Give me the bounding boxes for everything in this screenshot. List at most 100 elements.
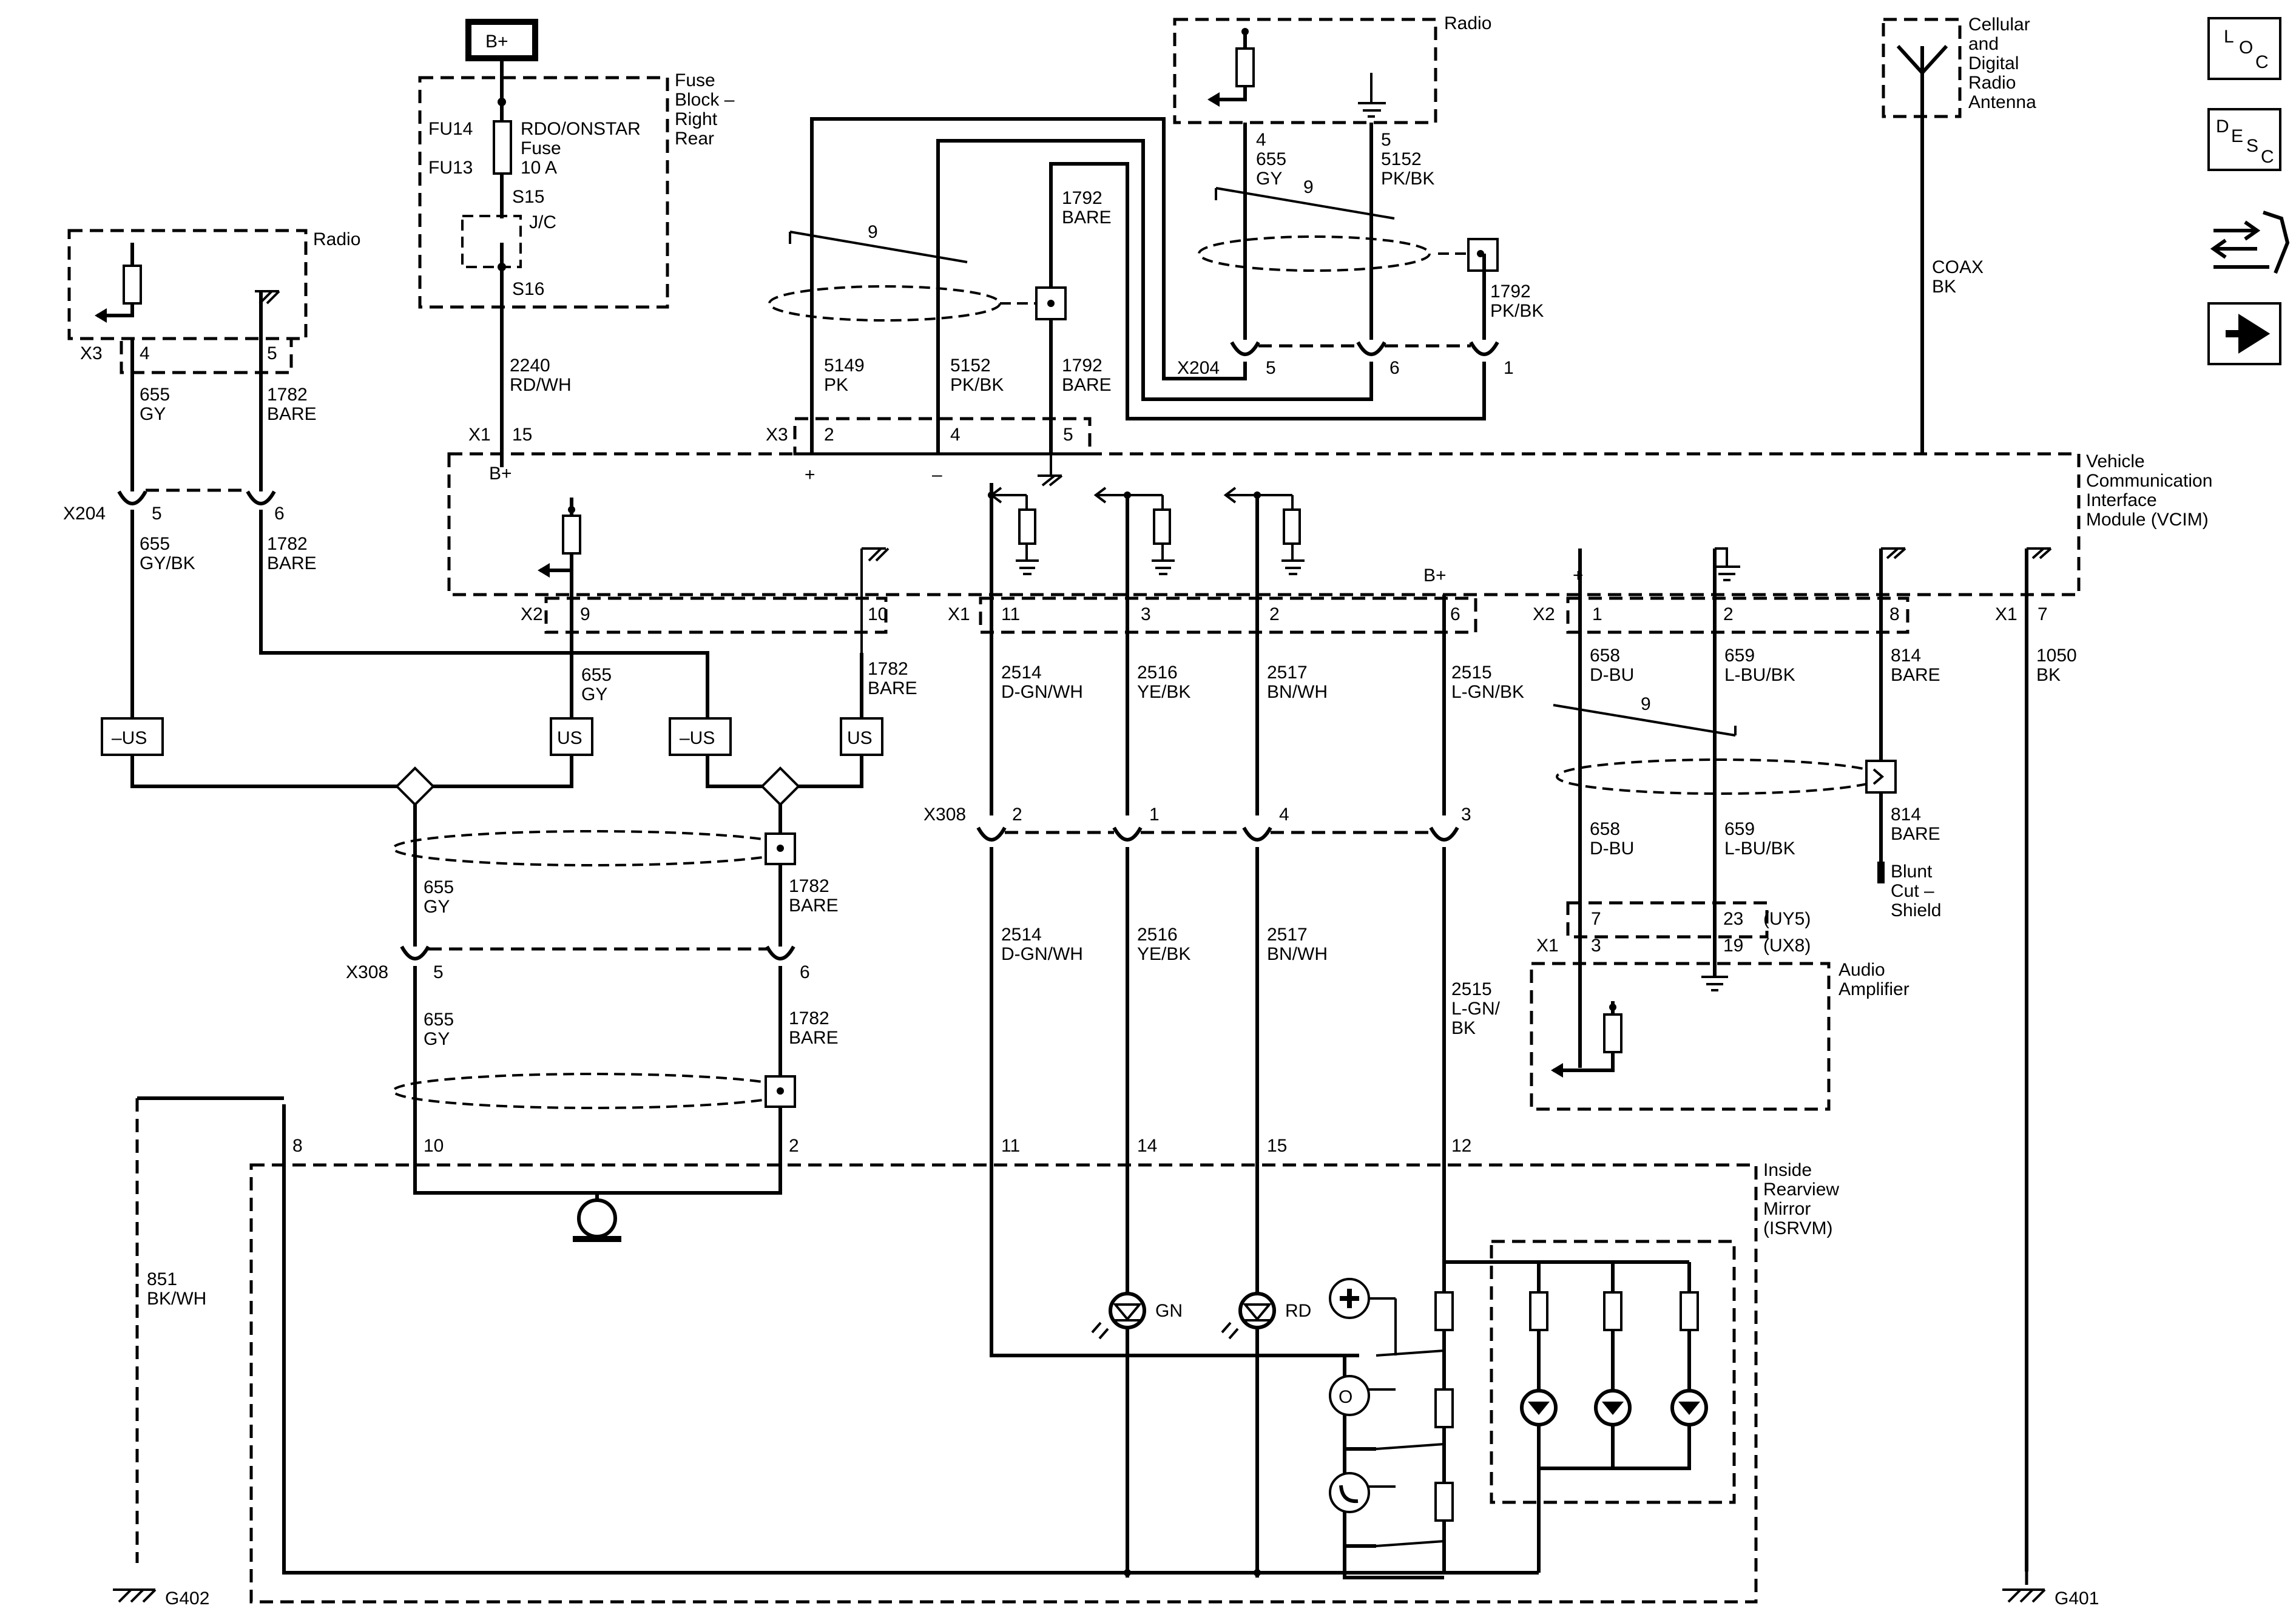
x308-left-label: X308 [346, 962, 388, 982]
vcim-x3-pin-c: 5 [1063, 425, 1073, 445]
vcim-x1b-pin-b: 3 [1141, 604, 1151, 624]
wire-2514b-color: D-GN/WH [1001, 944, 1083, 964]
wire-2517-color: BN/WH [1267, 682, 1328, 702]
vcim-bplus-2: B+ [1423, 565, 1447, 586]
fuse-block-title-4: Rear [675, 129, 714, 149]
antenna-cable-type: COAX [1932, 257, 1984, 277]
phone-button-icon[interactable] [1329, 1472, 1370, 1513]
wire-2516b-num: 2516 [1137, 925, 1178, 945]
vcim-bplus-1: B+ [489, 464, 512, 484]
radio-top-pin-a: 4 [1256, 130, 1266, 150]
mirror-pin-10: 10 [424, 1136, 444, 1156]
wire-2515-num: 2515 [1451, 663, 1492, 683]
x308-mid-pin-d: 3 [1461, 805, 1471, 825]
twist-9-mid: 9 [868, 222, 878, 242]
wire-5152-top-color: PK/BK [1381, 169, 1434, 189]
connector-wrench-icon[interactable] [2210, 211, 2290, 274]
jc-label: J/C [529, 212, 556, 232]
mirror-title-1: Inside [1763, 1160, 1812, 1180]
wire-1792-mid-num: 1792 [1062, 356, 1102, 376]
x204-top-pin-a: 5 [1266, 358, 1276, 378]
led-rd-label: RD [1285, 1301, 1311, 1321]
x204-left-pin-b: 6 [274, 504, 285, 524]
g402-label: G402 [165, 1588, 209, 1609]
wire-658b-color: D-BU [1590, 839, 1634, 859]
wire-2514b-num: 2514 [1001, 925, 1042, 945]
wire-2517b-color: BN/WH [1267, 944, 1328, 964]
vcim-x1b-label: X1 [948, 604, 970, 624]
wire-655-top-num: 655 [1256, 149, 1286, 169]
mirror-pin-11: 11 [1001, 1136, 1020, 1156]
wire-655gybk-color: GY/BK [140, 553, 195, 573]
x204-top-pin-b: 6 [1389, 358, 1400, 378]
wire-814b-num: 814 [1891, 805, 1921, 825]
wire-5152-top-num: 5152 [1381, 149, 1422, 169]
onstar-button-icon[interactable] [1329, 1375, 1370, 1416]
x308-mid-pin-c: 4 [1279, 805, 1289, 825]
x308-mid-pin-b: 1 [1149, 805, 1160, 825]
wire-1792-top-num: 1792 [1062, 188, 1102, 208]
loc-l: L [2224, 27, 2234, 47]
wire-1050-num: 1050 [2036, 646, 2077, 666]
antenna-cable-color: BK [1932, 277, 1956, 297]
desc-s: S [2246, 136, 2258, 156]
radio-left-conn: X3 [80, 343, 103, 363]
us-minus-2: –US [680, 728, 715, 748]
microphone-icon [577, 1198, 617, 1238]
amp-opt-uy5: (UY5) [1763, 909, 1811, 929]
wire-5149-num: 5149 [824, 356, 865, 376]
wire-658-num: 658 [1590, 646, 1620, 666]
wire-5149-color: PK [824, 375, 848, 395]
x308-left-pin-a: 5 [433, 962, 444, 982]
battery-supply: B+ [465, 19, 538, 78]
wire-1782-s2-num: 1782 [789, 1008, 829, 1028]
vcim-x1c-label: X1 [1995, 604, 2017, 624]
antenna-module: Cellular and Digital Radio Antenna [1882, 15, 2036, 118]
fuse-block-title-2: Block – [675, 90, 735, 110]
wire-1782-left-num: 1782 [267, 385, 308, 405]
wire-2514-num: 2514 [1001, 663, 1042, 683]
radio-top-pin-b: 5 [1381, 130, 1391, 150]
amp-x1-label: X1 [1536, 936, 1559, 956]
vcim-x3-pin-a: 2 [824, 425, 834, 445]
us-2: US [847, 728, 873, 748]
mirror-title-4: (ISRVM) [1763, 1218, 1832, 1238]
antenna-icon [1896, 44, 1948, 116]
amp-pin-7: 7 [1591, 909, 1601, 929]
x204-top-label: X204 [1177, 358, 1220, 378]
wire-1782-shield-color: BARE [789, 896, 839, 916]
twist-9-right: 9 [1641, 694, 1651, 714]
audio-amplifier: X1 7 3 23 19 (UY5) (UX8) Audio Amplifier [1530, 901, 1909, 1111]
blunt-cut-2: Cut – [1891, 881, 1934, 901]
ground-g402: G402 [113, 1588, 209, 1609]
wire-658b-num: 658 [1590, 819, 1620, 839]
antenna-title-4: Radio [1968, 73, 2016, 93]
loc-button[interactable]: L O C [2207, 17, 2281, 80]
mirror-pin-15: 15 [1267, 1136, 1287, 1156]
battery-label: B+ [485, 32, 508, 52]
wire-655-top-color: GY [1256, 169, 1282, 189]
wire-658-color: D-BU [1590, 665, 1634, 685]
x204-left-connector: X204 5 6 [63, 488, 285, 524]
wire-659b-color: L-BU/BK [1724, 839, 1795, 859]
wire-659-color: L-BU/BK [1724, 665, 1795, 685]
vcim-x1-label: X1 [468, 425, 491, 445]
wire-2516-color: YE/BK [1137, 682, 1190, 702]
wire-814-color: BARE [1891, 665, 1940, 685]
wire-2240-color: RD/WH [510, 375, 572, 395]
vcim-x1b-pin-c: 2 [1269, 604, 1280, 624]
wire-1782-l2-color: BARE [267, 553, 317, 573]
wire-659b-num: 659 [1724, 819, 1755, 839]
fuse-word: Fuse [521, 138, 561, 158]
antenna-title-3: Digital [1968, 53, 2019, 73]
wire-2516b-color: YE/BK [1137, 944, 1190, 964]
next-arrow-button[interactable] [2207, 302, 2281, 365]
wire-1792-mid-color: BARE [1062, 375, 1112, 395]
vcim-x1c-pin: 7 [2038, 604, 2048, 624]
x308-left-connector: X308 5 6 [346, 945, 810, 982]
desc-button[interactable]: D E S C [2207, 108, 2281, 171]
desc-c: C [2261, 147, 2274, 167]
wire-851-num: 851 [147, 1269, 177, 1289]
antenna-title-5: Antenna [1968, 92, 2036, 112]
